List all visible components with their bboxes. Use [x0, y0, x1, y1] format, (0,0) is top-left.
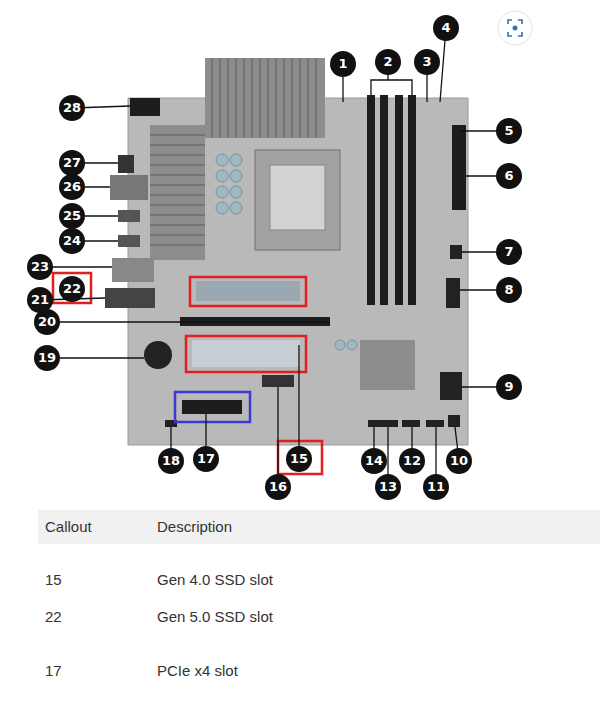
callout-number: 25: [59, 203, 85, 229]
rear-port: [118, 155, 134, 173]
heatsink-fins: [212, 58, 316, 138]
table-header-bg: [38, 510, 600, 544]
table-cell: 22: [45, 608, 62, 626]
callout-number: 15: [286, 446, 312, 472]
callout-number: 22: [59, 276, 85, 302]
callout-number: 23: [27, 254, 53, 280]
table-header: Description: [157, 518, 232, 536]
highlight-box: [175, 392, 250, 422]
board: [128, 98, 468, 445]
heatsink-fins: [150, 135, 205, 245]
table-header: Callout: [45, 518, 92, 536]
callout-number: 13: [375, 474, 401, 500]
headers: [165, 245, 462, 427]
highlight-box: [190, 277, 306, 306]
scan-icon: [498, 11, 532, 45]
heatsink: [150, 125, 205, 260]
callout-number: 9: [496, 374, 522, 400]
callout-number: 1: [330, 51, 356, 77]
rear-port: [112, 258, 154, 282]
table-cell: PCIe x4 slot: [157, 662, 238, 680]
ram-slots: [367, 95, 416, 305]
callout-number: 18: [158, 448, 184, 474]
table-cell: 17: [45, 662, 62, 680]
table-cell: 15: [45, 571, 62, 589]
callout-number: 6: [496, 163, 522, 189]
callout-number: 3: [414, 49, 440, 75]
callout-number: 28: [59, 95, 85, 121]
heatsink: [205, 58, 325, 138]
rear-port: [118, 235, 140, 247]
callout-number: 19: [34, 345, 60, 371]
callout-number: 24: [59, 228, 85, 254]
callout-number: 12: [399, 448, 425, 474]
callout-number: 8: [496, 277, 522, 303]
cmos-battery: [144, 341, 172, 369]
scan-icon-dot: [513, 26, 518, 31]
cpu-power-connector: [130, 98, 160, 116]
rear-port: [118, 210, 140, 222]
callout-number: 14: [361, 448, 387, 474]
callout-number: 17: [193, 446, 219, 472]
m2-ssd: [192, 340, 300, 367]
highlight-box: [186, 336, 306, 372]
m2-ssd: [196, 281, 300, 301]
callout-number: 16: [265, 474, 291, 500]
cpu-socket: [255, 150, 340, 250]
callout-number: 10: [446, 448, 472, 474]
callout-number: 7: [496, 239, 522, 265]
cpu: [270, 165, 325, 230]
callout-number: 11: [423, 474, 449, 500]
callout-number: 2: [375, 49, 401, 75]
callout-number: 5: [496, 118, 522, 144]
callout-number: 27: [59, 150, 85, 176]
highlight-box: [278, 441, 322, 474]
pcie-x4-slot: [182, 400, 242, 414]
callout-number: 4: [433, 15, 459, 41]
rear-port: [110, 175, 148, 200]
leader-lines: [40, 28, 509, 487]
connector: [262, 375, 294, 387]
rear-port: [105, 288, 155, 308]
callout-number: 26: [59, 174, 85, 200]
power-connector: [452, 125, 466, 210]
callout-number: 21: [27, 287, 53, 313]
table-cell: Gen 4.0 SSD slot: [157, 571, 273, 589]
scan-icon-corners: [508, 20, 522, 36]
chipset-heatsink: [360, 340, 415, 390]
table-cell: Gen 5.0 SSD slot: [157, 608, 273, 626]
